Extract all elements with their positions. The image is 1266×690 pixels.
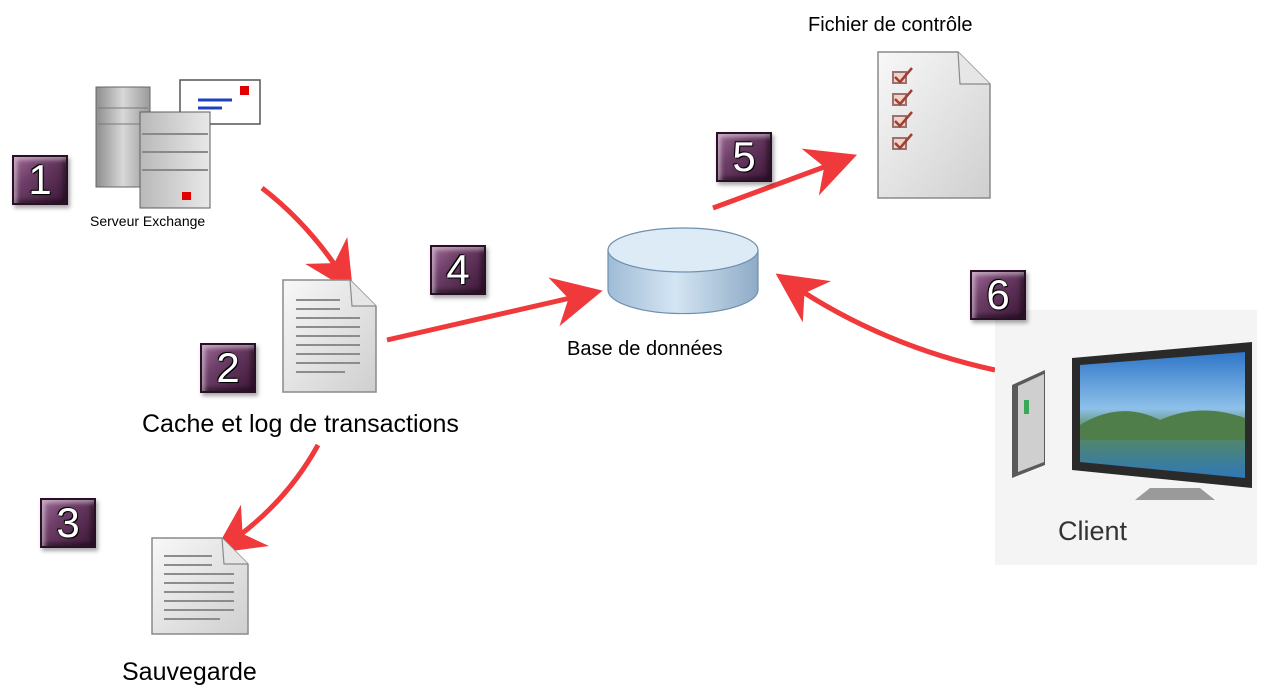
exchange-server-label: Serveur Exchange	[90, 213, 206, 229]
arrow-server-to-cache	[260, 186, 354, 293]
cache-log-label: Cache et log de transactions	[142, 410, 459, 438]
step-badge-1: 1	[12, 155, 68, 205]
desktop-computer-icon	[995, 310, 1257, 565]
backup-label: Sauvegarde	[122, 658, 257, 686]
arrow-database-to-control-file	[712, 148, 858, 211]
step-badge-5: 5	[716, 132, 772, 182]
arrow-cache-to-database	[386, 277, 603, 343]
client-label: Client	[1058, 516, 1128, 546]
document-icon	[151, 537, 249, 635]
arrow-cache-to-backup	[213, 443, 321, 554]
step-badge-4: 4	[430, 245, 486, 295]
server-with-envelope-icon	[95, 79, 261, 209]
arrow-client-to-database	[775, 273, 996, 373]
step-badge-2: 2	[200, 343, 256, 393]
database-label: Base de données	[567, 338, 723, 360]
step-badge-3: 3	[40, 498, 96, 548]
document-icon	[282, 279, 377, 393]
checklist-document-icon	[877, 51, 991, 199]
step-badge-6: 6	[970, 270, 1026, 320]
database-icon	[607, 227, 759, 315]
control-file-label: Fichier de contrôle	[808, 14, 973, 36]
